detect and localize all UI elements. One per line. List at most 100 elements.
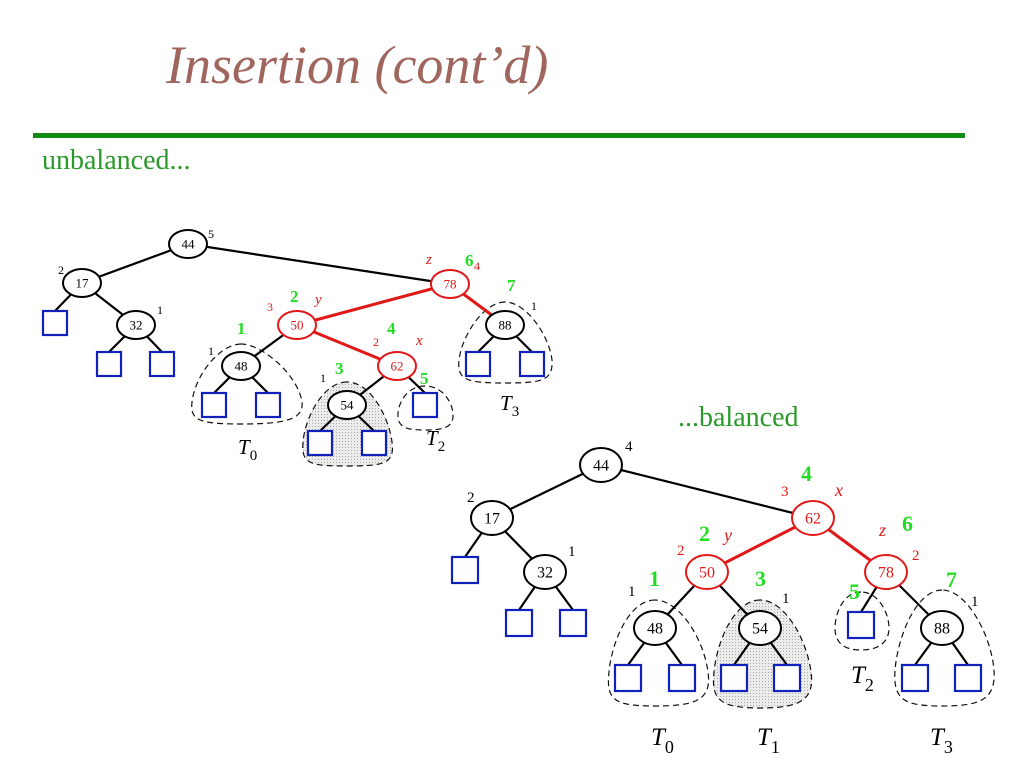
- tree-node-key: 50: [699, 565, 715, 582]
- tree-node-key: 62: [391, 359, 404, 374]
- subtree-label: T1: [757, 724, 780, 757]
- tree-node-key: 17: [484, 511, 500, 528]
- subtree-label: T0: [238, 435, 257, 464]
- role-label: x: [415, 333, 423, 349]
- tree-node-circle: [116, 310, 156, 340]
- tree-node-key: 48: [235, 359, 248, 374]
- tree-node-circle: [221, 351, 261, 381]
- tree-node-circle: [791, 500, 835, 536]
- subtree-outline: [834, 591, 890, 651]
- tree-node-circle: [168, 229, 208, 259]
- inorder-label: 7: [946, 567, 957, 592]
- inorder-label: 2: [699, 521, 710, 546]
- subtree-label: T3: [930, 724, 953, 757]
- tree-node-key: 50: [291, 318, 304, 333]
- subtree-outline: [607, 599, 710, 707]
- external-leaf: [464, 350, 492, 378]
- caption-balanced: ...balanced: [678, 402, 799, 433]
- subtree-label-subscript: 3: [944, 737, 953, 757]
- inorder-label: 2: [290, 287, 299, 306]
- external-leaf: [772, 663, 802, 693]
- tree-node-key: 17: [76, 276, 90, 291]
- subtree-outline: [397, 385, 454, 431]
- inorder-label: 1: [649, 566, 660, 591]
- tree-edge: [187, 242, 451, 286]
- caption-unbalanced: unbalanced...: [42, 145, 191, 176]
- tree-node-circle: [685, 554, 729, 590]
- subtree-outlines: [607, 589, 995, 709]
- external-leaf: [719, 663, 749, 693]
- tree-node-key: 32: [537, 565, 553, 582]
- tree-node-circle: [579, 447, 623, 483]
- role-label: z: [878, 520, 886, 540]
- height-label: 2: [677, 543, 685, 559]
- tree-node-circle: [864, 554, 908, 590]
- subtree-label: T3: [500, 391, 519, 420]
- subtree-label-subscript: 3: [512, 404, 520, 420]
- height-label: 4: [625, 439, 633, 455]
- external-leaf: [900, 663, 930, 693]
- subtree-label-subscript: 0: [665, 737, 674, 757]
- subtree-label: T2: [851, 662, 874, 695]
- height-label: 1: [628, 584, 636, 600]
- role-label: y: [313, 292, 322, 308]
- subtree-label: T2: [426, 426, 445, 455]
- tree-node-key: 88: [934, 621, 950, 638]
- inorder-label: 6: [465, 251, 474, 270]
- inorder-label: 4: [387, 319, 396, 338]
- tree-node-key: 32: [130, 318, 143, 333]
- tree-node-key: 54: [752, 621, 768, 638]
- inorder-label: 3: [755, 566, 766, 591]
- height-label: 1: [971, 594, 979, 610]
- tree-node-key: 78: [878, 565, 894, 582]
- subtree-label-subscript: 2: [438, 439, 446, 455]
- tree-node-key: 44: [593, 458, 609, 475]
- external-leaf: [450, 555, 480, 585]
- external-leaf: [41, 309, 69, 337]
- subtree-outline: [894, 589, 995, 707]
- tree-node-key: 62: [805, 511, 821, 528]
- external-leaf: [148, 350, 176, 378]
- tree-leaves: [450, 555, 983, 693]
- tree-node-circle: [327, 390, 367, 420]
- external-leaf: [360, 429, 388, 457]
- tree-node-key: 54: [341, 398, 355, 413]
- height-label: 2: [373, 335, 379, 349]
- tree-edge: [296, 282, 451, 327]
- tree-edge: [600, 463, 814, 520]
- inorder-label: 5: [420, 369, 429, 388]
- height-label: 1: [320, 371, 326, 385]
- height-label: 3: [267, 300, 273, 314]
- inorder-label: 3: [335, 359, 344, 378]
- title-rule: [33, 133, 965, 138]
- tree-node-circle: [485, 310, 525, 340]
- inorder-label: 1: [237, 319, 246, 338]
- external-leaf: [504, 608, 534, 638]
- slide-title: Insertion (cont’d): [166, 35, 549, 95]
- subtree-label-subscript: 1: [771, 737, 780, 757]
- subtree-label-subscript: 2: [865, 675, 874, 695]
- height-label: 5: [208, 227, 214, 241]
- inorder-label: 7: [507, 276, 516, 295]
- height-label: 1: [531, 299, 537, 313]
- tree-node-circle: [277, 310, 317, 340]
- subtree-outline: [191, 343, 303, 425]
- external-leaf: [254, 391, 282, 419]
- tree-node-circle: [430, 269, 470, 299]
- subtree-label: T0: [651, 724, 674, 757]
- external-leaf: [518, 350, 546, 378]
- tree-node-circle: [470, 500, 514, 536]
- subtree-outline: [458, 301, 553, 384]
- external-leaf: [200, 391, 228, 419]
- height-label: 2: [912, 548, 920, 564]
- height-label: 1: [157, 303, 163, 317]
- tree-node-circle: [523, 554, 567, 590]
- external-leaf: [667, 663, 697, 693]
- inorder-label: 4: [801, 461, 812, 486]
